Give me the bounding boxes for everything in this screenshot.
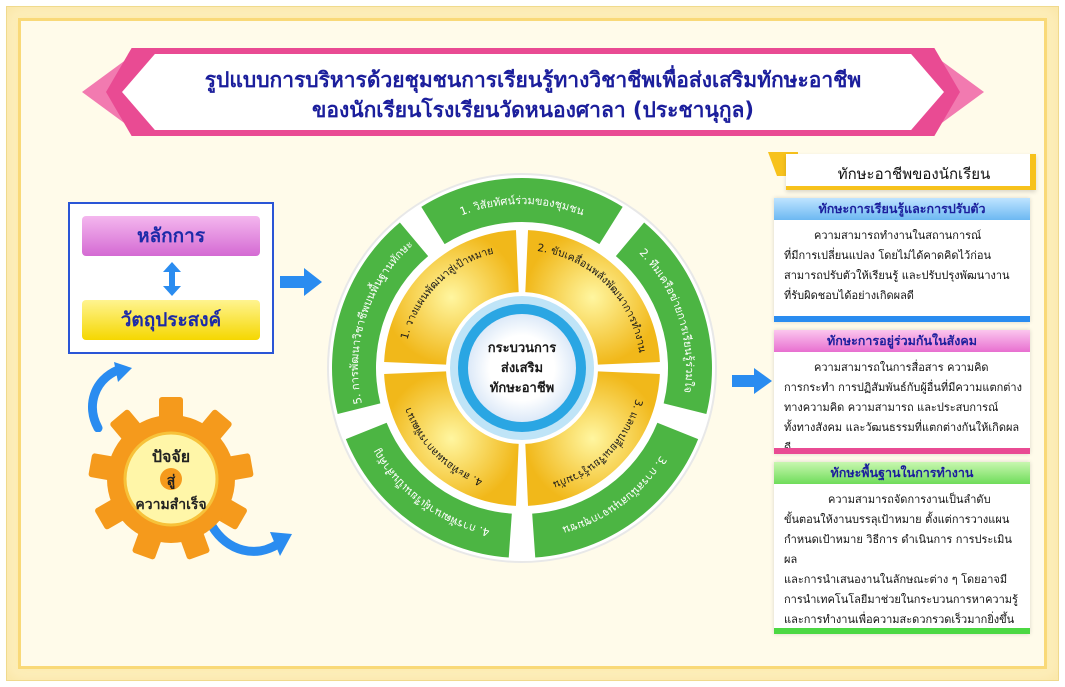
outer-segment bbox=[421, 177, 623, 245]
center-line-1: กระบวนการ bbox=[488, 341, 556, 356]
skill-card-learning: ทักษะการเรียนรู้และการปรับตัว ความสามารถ… bbox=[774, 198, 1030, 322]
curved-arrow-icon bbox=[208, 521, 292, 556]
double-arrow-icon bbox=[163, 262, 181, 296]
center-line-2: ส่งเสริม bbox=[501, 361, 543, 376]
skill-card-title: ทักษะการอยู่ร่วมกันในสังคม bbox=[774, 330, 1030, 352]
skills-header: ทักษะอาชีพของนักเรียน bbox=[768, 152, 1036, 190]
skill-card-work: ทักษะพื้นฐานในการทำงาน ความสามารถจัดการง… bbox=[774, 462, 1030, 634]
skill-card-social: ทักษะการอยู่ร่วมกันในสังคม ความสามารถในก… bbox=[774, 330, 1030, 454]
outer-segment bbox=[532, 422, 699, 558]
gear-line-3: ความสำเร็จ bbox=[135, 497, 207, 513]
objective-label: วัตถุประสงค์ bbox=[82, 300, 260, 340]
skill-text-line: ขั้นตอนให้งานบรรลุเป้าหมาย ตั้งแต่การวาง… bbox=[784, 513, 1010, 526]
right-arrow-icon bbox=[280, 268, 322, 296]
center-disc bbox=[468, 314, 576, 422]
skill-card-footer bbox=[774, 448, 1030, 454]
skill-text-line: กำหนดเป้าหมาย วิธีการ ดำเนินการ การประเม… bbox=[784, 533, 1012, 566]
title-line-1: รูปแบบการบริหารด้วยชุมชนการเรียนรู้ทางวิ… bbox=[204, 68, 862, 92]
skill-card-text: ความสามารถในการสื่อสาร ความคิด การกระทำ … bbox=[784, 358, 1024, 458]
skill-text-line: ความสามารถในการสื่อสาร ความคิด bbox=[814, 361, 989, 374]
skill-text-line: ที่รับผิดชอบได้อย่างเกิดผลดี bbox=[784, 289, 914, 302]
skill-card-footer bbox=[774, 316, 1030, 322]
skill-text-line: การนำเทคโนโลยีมาช่วยในกระบวนการหาความรู้ bbox=[784, 593, 1018, 606]
inner-segment bbox=[384, 230, 519, 365]
skill-text-line: ความสามารถจัดการงานเป็นลำดับ bbox=[828, 493, 991, 506]
skill-card-title: ทักษะการเรียนรู้และการปรับตัว bbox=[774, 198, 1030, 220]
inner-segment bbox=[384, 371, 519, 506]
outer-segment bbox=[345, 422, 512, 558]
gear-line-2: สู่ bbox=[166, 473, 176, 489]
inner-segment bbox=[525, 371, 660, 506]
principle-label: หลักการ bbox=[82, 216, 260, 256]
skill-text-line: ที่มีการเปลี่ยนแปลง โดยไม่ได้คาดคิดไว้ก่… bbox=[784, 249, 992, 262]
skill-text-line: ความสามารถทำงานในสถานการณ์ bbox=[814, 229, 982, 242]
skill-card-title: ทักษะพื้นฐานในการทำงาน bbox=[774, 462, 1030, 484]
skill-text-line: การกระทำ การปฏิสัมพันธ์กับผู้อื่นที่มีคว… bbox=[784, 381, 1022, 394]
skill-card-text: ความสามารถทำงานในสถานการณ์ ที่มีการเปลี่… bbox=[784, 226, 1024, 306]
skill-text-line: สามารถปรับตัวให้เรียนรู้ และปรับปรุงพัฒน… bbox=[784, 269, 1010, 282]
principle-objective-box: หลักการ วัตถุประสงค์ bbox=[68, 202, 274, 354]
curved-arrow-icon bbox=[88, 362, 132, 432]
skill-card-text: ความสามารถจัดการงานเป็นลำดับ ขั้นตอนให้ง… bbox=[784, 490, 1024, 630]
banner-white-panel bbox=[122, 54, 944, 130]
skill-text-line: และการนำเสนองานในลักษณะต่าง ๆ โดยอาจมี bbox=[784, 573, 1008, 586]
skill-text-line: ทั้งทางสังคม และวัฒนธรรมที่แตกต่างกันให้… bbox=[784, 421, 1020, 454]
outer-segment bbox=[615, 222, 712, 414]
skill-text-line: ทางความคิด ความสามารถ และประสบการณ์ bbox=[784, 401, 999, 414]
outer-segment bbox=[332, 222, 429, 414]
title-banner: รูปแบบการบริหารด้วยชุมชนการเรียนรู้ทางวิ… bbox=[82, 48, 984, 136]
skills-header-bar bbox=[786, 154, 1036, 190]
title-line-2: ของนักเรียนโรงเรียนวัดหนองศาลา (ประชานุก… bbox=[312, 98, 754, 122]
right-arrow-icon bbox=[732, 368, 772, 394]
inner-segment bbox=[525, 230, 660, 365]
skills-header-title: ทักษะอาชีพของนักเรียน bbox=[837, 165, 991, 183]
skill-text-line: และการทำงานเพื่อความสะดวกรวดเร็วมากยิ่งข… bbox=[784, 613, 1015, 626]
skill-card-footer bbox=[774, 628, 1030, 634]
center-line-3: ทักษะอาชีพ bbox=[490, 380, 555, 396]
gear-dot bbox=[160, 468, 182, 490]
gear-line-1: ปัจจัย bbox=[151, 447, 191, 466]
